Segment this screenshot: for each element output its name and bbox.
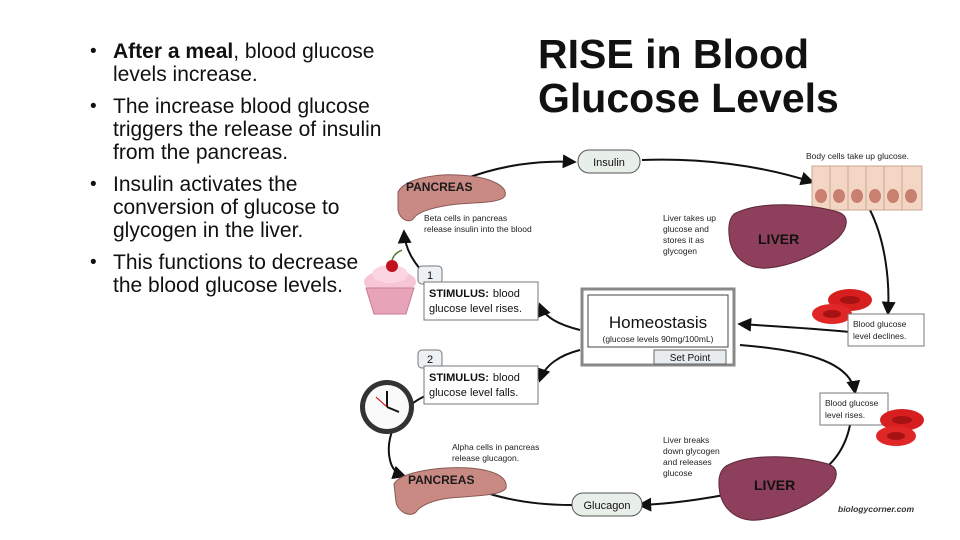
stimulus-2-line-2: glucose level falls.: [429, 387, 518, 399]
liver-takes-line-3: stores it as: [663, 235, 704, 245]
insulin-label-box: [577, 149, 641, 174]
arrow-cells-to-decline: [869, 209, 896, 316]
beta-cells-line-2: release insulin into the blood: [424, 224, 532, 234]
liver-takes-line-1: Liver takes up: [663, 213, 716, 223]
arrow-decline-to-homeostasis: [737, 317, 851, 333]
title-line-1: RISE in Blood: [538, 31, 810, 77]
stimulus-1-rest: blood: [493, 288, 520, 300]
bullet-text: , blood glucose levels increase.: [113, 40, 375, 86]
arrow-insulin-to-cells: [641, 158, 815, 186]
stimulus-2-line-1: STIMULUS: blood: [429, 372, 520, 384]
liver-takes-line-2: glucose and: [663, 224, 709, 234]
arrow-homeostasis-to-rise: [739, 344, 861, 395]
stimulus-2-box: [423, 365, 539, 405]
bullet-text: This functions to decrease the blood glu…: [113, 251, 359, 297]
homeostasis-label: Homeostasis: [609, 313, 707, 332]
liver-top-label: LIVER: [758, 231, 799, 247]
credit-text: biologycorner.com: [838, 504, 914, 514]
body-cells-icon: [811, 165, 923, 211]
glucagon-label-box: [571, 492, 643, 517]
stimulus-1-head: STIMULUS:: [429, 288, 489, 300]
liver-breaks-line-1: Liver breaks: [663, 435, 709, 445]
stimulus-1-line-2: glucose level rises.: [429, 303, 522, 315]
bullet-text: Insulin activates the conversion of gluc…: [113, 173, 340, 242]
arrow-homeostasis-to-stim1: [537, 302, 581, 331]
bullet-item: The increase blood glucose triggers the …: [86, 95, 386, 164]
liver-bottom-organ: [718, 456, 837, 521]
liver-top-organ: [728, 204, 847, 269]
pancreas-bottom-label: PANCREAS: [408, 473, 474, 487]
step-2-number: 2: [427, 354, 433, 366]
stimulus-2-head: STIMULUS:: [429, 372, 489, 384]
rises-box: [819, 392, 889, 426]
rises-line-1: Blood glucose: [825, 398, 879, 408]
stimulus-1-line-1: STIMULUS: blood: [429, 288, 520, 300]
arrow-pancreas-to-insulin: [461, 154, 577, 181]
beta-cells-line-1: Beta cells in pancreas: [424, 213, 507, 223]
set-point-box: [653, 349, 727, 365]
rises-line-2: level rises.: [825, 410, 865, 420]
title-line-2: Glucose Levels: [538, 75, 839, 121]
clock-icon: [360, 380, 414, 434]
blood-cells-top-icon: [812, 289, 872, 324]
liver-breaks-line-4: glucose: [663, 468, 693, 478]
pancreas-top-label: PANCREAS: [406, 180, 472, 194]
declines-box: [847, 313, 925, 347]
homeostasis-inner-box: [587, 294, 729, 348]
liver-bottom-label: LIVER: [754, 477, 795, 493]
arrow-homeostasis-to-stim2: [536, 349, 581, 383]
slide-title: RISE in Blood Glucose Levels: [538, 32, 938, 120]
stimulus-2-rest: blood: [493, 372, 520, 384]
bullet-text: The increase blood glucose triggers the …: [113, 95, 382, 164]
bullet-item: Insulin activates the conversion of gluc…: [86, 173, 386, 242]
insulin-label: Insulin: [593, 157, 625, 169]
pancreas-top-organ: [397, 174, 506, 222]
alpha-cells-line-1: Alpha cells in pancreas: [452, 442, 539, 452]
blood-cells-bottom-icon: [876, 409, 924, 446]
bullet-item: After a meal, blood glucose levels incre…: [86, 40, 386, 86]
liver-breaks-line-2: down glycogen: [663, 446, 720, 456]
liver-breaks-line-3: and releases: [663, 457, 712, 467]
set-point-label: Set Point: [670, 353, 711, 364]
stimulus-1-box: [423, 281, 539, 321]
alpha-cells-line-2: release glucagon.: [452, 453, 519, 463]
declines-line-1: Blood glucose: [853, 319, 907, 329]
body-cells-caption: Body cells take up glucose.: [806, 151, 909, 161]
cupcake-icon: [364, 249, 416, 315]
declines-line-2: level declines.: [853, 331, 906, 341]
glucagon-label: Glucagon: [583, 500, 630, 512]
bullet-list: After a meal, blood glucose levels incre…: [86, 40, 386, 306]
homeostasis-subtext: (glucose levels 90mg/100mL): [602, 334, 713, 344]
bullet-item: This functions to decrease the blood glu…: [86, 251, 386, 297]
liver-takes-line-4: glycogen: [663, 246, 697, 256]
pancreas-bottom-organ: [393, 467, 507, 515]
bullet-bold: After a meal: [113, 40, 234, 63]
step-1-number: 1: [427, 270, 433, 282]
